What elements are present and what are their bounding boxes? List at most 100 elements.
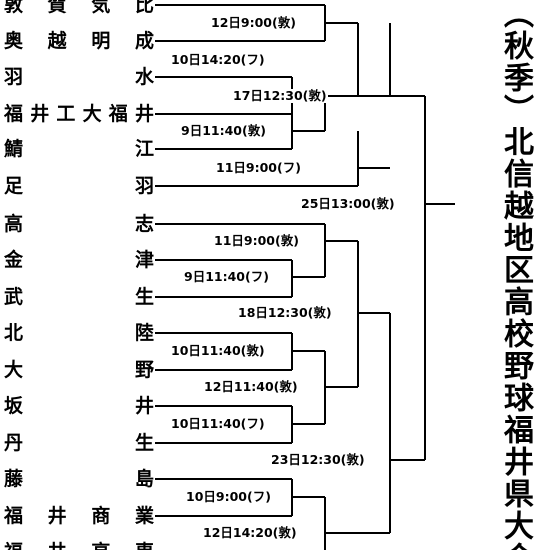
game-time-label: 9日11:40(フ) xyxy=(183,269,270,284)
team-name-char: 金 xyxy=(4,249,24,271)
team-name: 福井商業 xyxy=(4,504,154,528)
team-name-char: 福 xyxy=(4,103,24,125)
team-name-char: 丹 xyxy=(4,432,24,454)
team-name-char xyxy=(91,137,110,161)
team-name-char xyxy=(91,394,110,418)
team-name-char xyxy=(48,394,67,418)
team-name-char: 気 xyxy=(91,0,111,16)
team-name-char xyxy=(48,358,67,382)
team-name-char: 業 xyxy=(134,505,154,527)
team-name-char: 水 xyxy=(134,66,154,88)
game-time-label: 10日9:00(フ) xyxy=(185,489,272,504)
team-name: 金津 xyxy=(4,248,154,272)
team-name-char: 奥 xyxy=(4,30,24,52)
team-name: 坂井 xyxy=(4,394,154,418)
team-name-char: 島 xyxy=(134,468,154,490)
team-name-char: 陸 xyxy=(134,322,154,344)
game-time-label: 17日12:30(敦) xyxy=(232,88,328,103)
team-name-char xyxy=(48,137,67,161)
team-name: 敦賀気比 xyxy=(4,0,154,17)
team-name-char xyxy=(48,431,67,455)
team-name-char: 大 xyxy=(4,359,24,381)
team-name-char: 賀 xyxy=(47,0,67,16)
team-name: 鯖江 xyxy=(4,137,154,161)
game-time-label: 12日11:40(敦) xyxy=(203,379,299,394)
game-time-label: 12日9:00(敦) xyxy=(210,15,297,30)
team-name-char: 野 xyxy=(134,359,154,381)
team-name-char xyxy=(91,321,110,345)
team-name-char: 鯖 xyxy=(4,138,24,160)
team-name-char: 井 xyxy=(47,505,67,527)
team-name: 高志 xyxy=(4,212,154,236)
team-name-char xyxy=(91,467,110,491)
team-name-char: 専 xyxy=(135,540,154,550)
team-name: 藤島 xyxy=(4,467,154,491)
team-name-char: 高 xyxy=(91,540,110,550)
team-name-char xyxy=(48,248,67,272)
team-name-char: 福 xyxy=(4,505,24,527)
team-name-char: 成 xyxy=(134,30,154,52)
team-name: 大野 xyxy=(4,358,154,382)
game-time-label: 10日14:20(フ) xyxy=(170,52,266,67)
team-name-char: 武 xyxy=(4,286,24,308)
team-name-char xyxy=(48,174,67,198)
team-name-char xyxy=(91,174,110,198)
team-name: 北陸 xyxy=(4,321,154,345)
team-name: 福井工大福井 xyxy=(4,102,154,126)
team-name-char: 江 xyxy=(134,138,154,160)
team-name-char xyxy=(48,467,67,491)
team-name-char xyxy=(91,212,110,236)
team-name-char: 足 xyxy=(4,175,24,197)
game-time-label: 11日9:00(フ) xyxy=(215,160,302,175)
team-name-char xyxy=(91,248,110,272)
team-name-char: 坂 xyxy=(4,395,24,417)
game-time-label: 18日12:30(敦) xyxy=(237,305,333,320)
team-name-char: 羽 xyxy=(4,66,24,88)
team-name-char: 工 xyxy=(56,103,76,125)
game-time-label: 12日14:20(敦) xyxy=(202,525,298,540)
team-name-char: 藤 xyxy=(4,468,24,490)
team-name: 羽水 xyxy=(4,65,154,89)
team-name-char xyxy=(48,212,67,236)
team-name-char: 越 xyxy=(47,30,67,52)
team-name-char: 津 xyxy=(134,249,154,271)
team-name-char: 生 xyxy=(134,286,154,308)
team-name-char: 福 xyxy=(4,540,23,550)
game-time-label: 25日13:00(敦) xyxy=(300,196,396,211)
team-name-char: 明 xyxy=(91,30,111,52)
team-name: 武生 xyxy=(4,285,154,309)
team-name-char: 生 xyxy=(134,432,154,454)
game-time-label: 10日11:40(フ) xyxy=(170,416,266,431)
team-name-char: 北 xyxy=(4,322,24,344)
team-name-char xyxy=(91,358,110,382)
game-time-label: 10日11:40(敦) xyxy=(170,343,266,358)
team-name-char: 大 xyxy=(82,103,102,125)
team-name-char xyxy=(48,321,67,345)
team-name-char: 福 xyxy=(108,103,128,125)
tournament-title: （秋季）北信越地区高校野球福井県大会 xyxy=(498,0,533,550)
team-name-char: 比 xyxy=(134,0,154,16)
team-name-char: 敦 xyxy=(4,0,24,16)
team-name-char: 井 xyxy=(134,103,154,125)
team-name-char xyxy=(91,65,110,89)
team-name: 丹生 xyxy=(4,431,154,455)
game-time-label: 9日11:40(敦) xyxy=(180,123,267,138)
team-name-char: 井 xyxy=(48,540,67,550)
team-name-char xyxy=(91,431,110,455)
team-name-char xyxy=(48,65,67,89)
game-time-label: 11日9:00(敦) xyxy=(213,233,300,248)
team-name-char xyxy=(48,285,67,309)
team-name-char: 商 xyxy=(91,505,111,527)
team-name-char xyxy=(91,285,110,309)
team-name-char: 井 xyxy=(30,103,50,125)
team-name: 奥越明成 xyxy=(4,29,154,53)
team-name: 福井高専 xyxy=(4,540,154,550)
team-name-char: 高 xyxy=(4,213,24,235)
team-name-char: 志 xyxy=(134,213,154,235)
game-time-label: 23日12:30(敦) xyxy=(270,452,366,467)
team-name-char: 羽 xyxy=(134,175,154,197)
team-name: 足羽 xyxy=(4,174,154,198)
team-name-char: 井 xyxy=(134,395,154,417)
